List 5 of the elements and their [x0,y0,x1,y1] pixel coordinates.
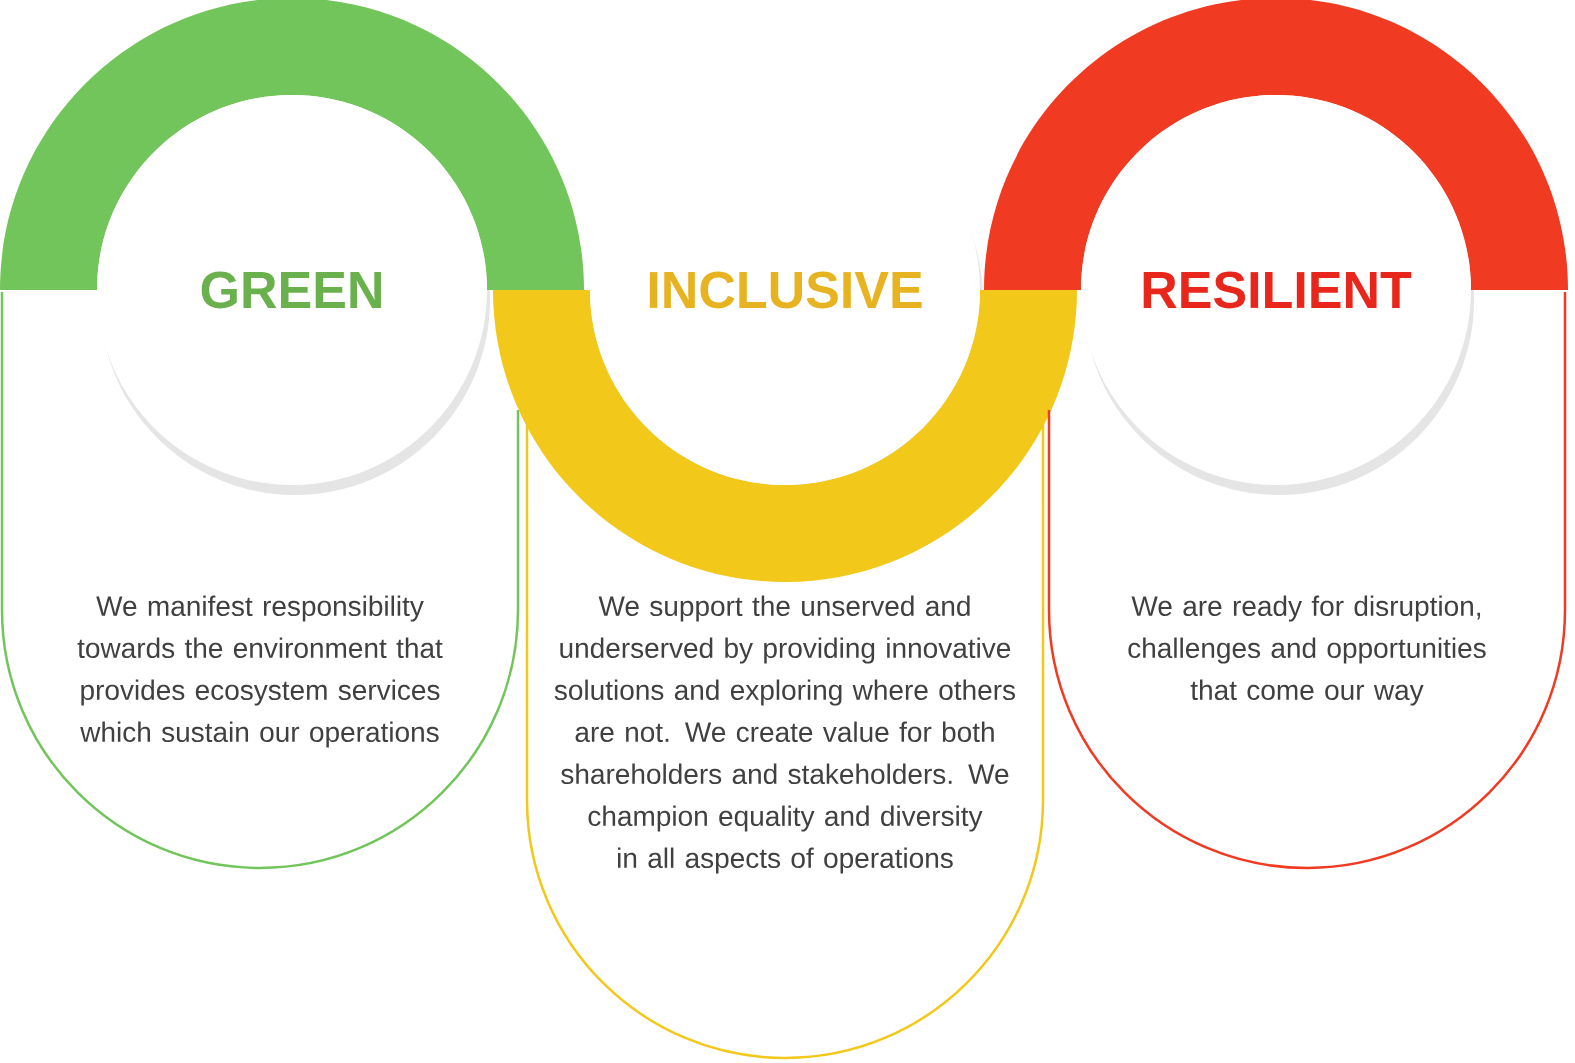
description: We support the unserved and underserved by providing innovative solutions and exploring where others are not. We create value for both shareholders and stakeholders. We champion equality and diversity in all aspects of operations [554,595,1015,874]
description: We are ready for disruption, challenges and opportunities that come our way [1128,595,1486,706]
heading: GREEN [201,271,381,309]
description: We manifest responsibility towards the environment that provides ecosystem services which sustain our operations [77,595,443,748]
heading: RESILIENT [1143,271,1412,309]
